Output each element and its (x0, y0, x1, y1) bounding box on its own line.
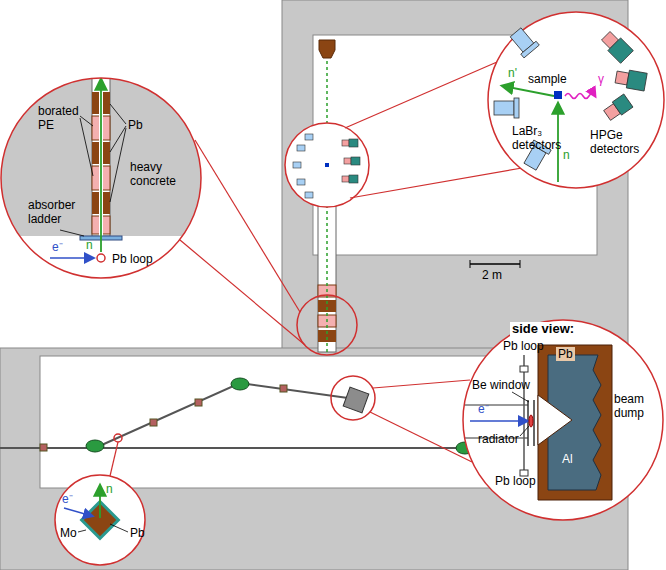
label: HPGe detectors (590, 128, 650, 156)
label: side view: (510, 322, 576, 336)
label: 2 m (482, 268, 502, 282)
label: borated PE (38, 104, 88, 132)
label: e⁻ (62, 492, 73, 506)
label: n' (508, 66, 517, 80)
label: Pb (128, 118, 143, 132)
label: Pb loop (503, 339, 544, 353)
label: heavy concrete (130, 160, 185, 188)
label: LaBr₃ detectors (512, 124, 572, 152)
label: absorber ladder (28, 198, 80, 226)
label: Pb loop (495, 474, 536, 488)
label: beam dump (614, 392, 658, 420)
label: γ (598, 72, 604, 86)
label: Pb (556, 347, 575, 361)
label: n (106, 482, 113, 496)
label: sample (528, 72, 567, 86)
label: Al (562, 452, 573, 466)
label: e⁻ (52, 240, 63, 254)
label: e⁻ (478, 402, 489, 416)
label: Be window (472, 378, 530, 392)
label: Pb (130, 526, 145, 540)
label: radiator (478, 432, 519, 446)
label: Pb loop (112, 252, 153, 266)
label: Mo (60, 526, 77, 540)
label: n (563, 148, 570, 162)
label: n (86, 238, 93, 252)
